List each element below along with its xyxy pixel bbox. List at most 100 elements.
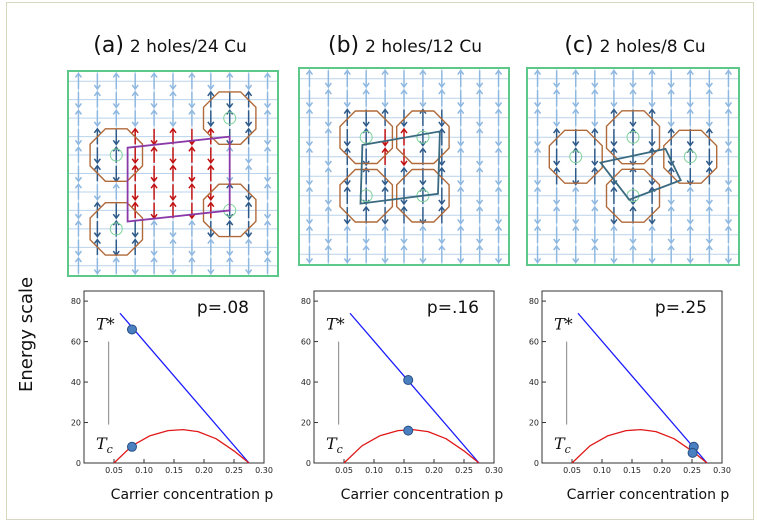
- spin-arrow-head: [591, 238, 599, 245]
- spin-arrow-head: [263, 182, 272, 189]
- spin-arrow-head: [476, 127, 484, 134]
- spin-arrow-head: [131, 121, 139, 128]
- octagons: [339, 110, 450, 223]
- y-tick-label: 80: [529, 297, 539, 306]
- x-tick-label: 0.30: [713, 466, 731, 475]
- spin-arrow-head: [648, 69, 656, 76]
- spin-arrow-head: [476, 88, 484, 95]
- spin-arrow-head: [343, 69, 351, 76]
- spin-arrow-head: [169, 269, 177, 275]
- tstar-line: [349, 312, 480, 464]
- spin-arrow-head: [553, 121, 561, 128]
- hole-octagon: [339, 110, 394, 165]
- unit-cell-outline: [359, 130, 441, 205]
- spin-arrow-head: [263, 146, 272, 152]
- spin-arrow-head: [74, 219, 83, 226]
- spin-arrow-head: [724, 140, 733, 147]
- y-tick-label: 80: [301, 297, 311, 306]
- y-tick-label: 0: [534, 459, 539, 468]
- x-tick-label: 0.10: [593, 466, 611, 475]
- spin-arrow-head: [150, 250, 158, 257]
- spin-arrow-head: [533, 101, 542, 108]
- y-tick-label: 0: [306, 459, 311, 468]
- spin-arrow-head: [648, 257, 656, 264]
- spin-arrow-head: [457, 257, 465, 264]
- hole-octagon: [89, 201, 144, 256]
- spin-arrow-head: [629, 244, 637, 251]
- spin-arrow-head: [263, 219, 272, 226]
- spin-arrow-head: [553, 166, 561, 173]
- spin-arrow-head: [93, 158, 101, 165]
- spin-arrow-head: [324, 127, 332, 134]
- spin-arrow-head: [169, 90, 177, 97]
- spin-arrow-head: [263, 139, 272, 146]
- spin-arrow-head: [667, 127, 675, 134]
- spin-arrow-head: [724, 101, 733, 108]
- spin-arrow-head: [381, 225, 389, 232]
- spin-arrow-head: [305, 186, 314, 193]
- spin-arrow-head: [533, 69, 542, 76]
- x-axis-label-a: Carrier concentration p: [110, 487, 274, 503]
- spin-arrow-head: [724, 108, 733, 115]
- y-tick-label: 60: [71, 338, 81, 347]
- unit-cell-outline: [598, 147, 682, 201]
- spin-arrow-head: [362, 121, 370, 128]
- hole-octagon: [395, 110, 450, 165]
- spin-arrow-head: [263, 72, 272, 78]
- spin-arrow-head: [263, 250, 272, 257]
- spin-arrow-head: [150, 146, 158, 152]
- spin-arrow-head: [112, 182, 120, 189]
- panel-subtitle: 2 holes/8 Cu: [599, 37, 706, 57]
- spin-arrow-head: [686, 108, 694, 115]
- spin-arrow-head: [305, 179, 314, 186]
- spin-arrow-head: [305, 257, 314, 264]
- spin-arrow-head: [362, 238, 370, 245]
- panel-subtitle: 2 holes/12 Cu: [365, 37, 482, 57]
- spin-arrow-head: [362, 82, 370, 89]
- spin-arrow-head: [591, 244, 599, 251]
- spin-arrow-head: [112, 213, 120, 220]
- x-tick-label: 0.20: [653, 466, 671, 475]
- spin-arrow-head: [150, 72, 158, 78]
- hole-marker: [359, 130, 373, 144]
- spin-arrow-head: [131, 84, 139, 91]
- spin-arrow-head: [553, 82, 561, 89]
- spin-arrow-head: [438, 88, 446, 95]
- spin-arrow-head: [188, 102, 196, 109]
- spin-arrow-head: [438, 121, 446, 128]
- tc-label-subscript: c: [107, 443, 113, 456]
- spin-arrow-head: [591, 166, 599, 173]
- spin-arrow-head: [188, 256, 196, 263]
- spin-arrow-head: [667, 82, 675, 89]
- spin-arrow-head: [343, 108, 351, 115]
- hole-octagon: [663, 129, 718, 184]
- spin-arrow-head: [686, 179, 694, 186]
- hole-octagon: [605, 110, 661, 165]
- spin-arrow-head: [188, 176, 196, 183]
- spin-arrow-head: [207, 238, 215, 245]
- spin-arrow-head: [494, 225, 503, 232]
- y-tick-label: 40: [529, 378, 539, 387]
- spin-arrow-head: [169, 84, 177, 91]
- spin-arrow-head: [572, 257, 580, 264]
- spin-arrow-head: [305, 140, 314, 147]
- x-tick-label: 0.10: [135, 466, 153, 475]
- hole-marker: [683, 150, 697, 164]
- doping-annotation: p=.08: [197, 298, 249, 318]
- spin-arrow-head: [263, 109, 272, 115]
- tstar-label: T*: [96, 314, 115, 333]
- data-point: [403, 425, 414, 436]
- spin-arrow-head: [93, 269, 101, 275]
- spin-arrow-head: [553, 160, 561, 167]
- spin-arrow-head: [705, 127, 713, 134]
- spin-arrow-head: [476, 82, 484, 89]
- spin-arrow-head: [457, 147, 465, 154]
- spin-arrow-head: [381, 101, 389, 108]
- plot-area: [313, 290, 495, 464]
- spin-arrow-head: [131, 127, 139, 134]
- spin-arrow-head: [305, 218, 314, 225]
- spin-arrow-head: [169, 201, 177, 208]
- panel-tag: (b): [328, 33, 360, 58]
